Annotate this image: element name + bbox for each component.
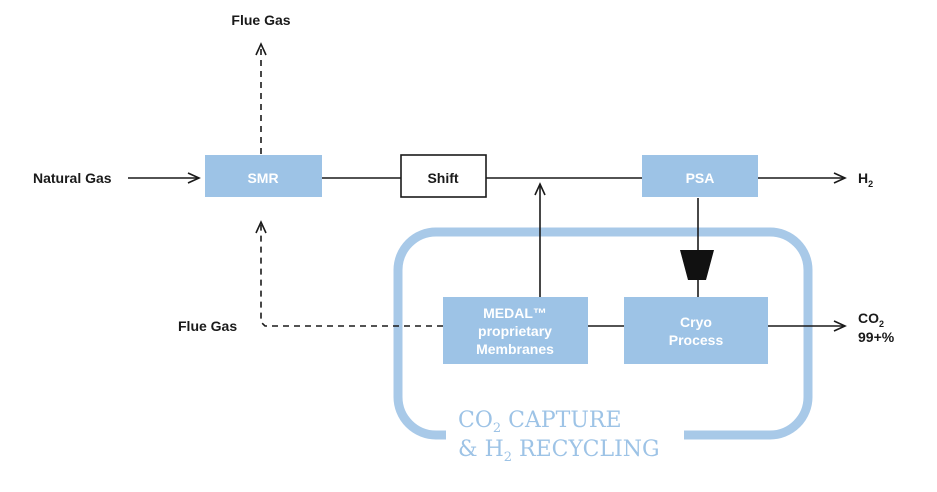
medal-membranes-box bbox=[443, 297, 588, 364]
psa-label: PSA bbox=[686, 170, 715, 186]
flue-gas-top-label: Flue Gas bbox=[231, 12, 290, 28]
medal-label-1: MEDAL™ bbox=[483, 305, 547, 321]
cryo-label-1: Cryo bbox=[680, 314, 712, 330]
shift-box bbox=[400, 154, 487, 198]
flue-gas-left-label: Flue Gas bbox=[178, 318, 237, 334]
flue-gas-recycle-dashed bbox=[255, 220, 443, 327]
medal-label-3: Membranes bbox=[476, 341, 554, 357]
caption-line-2: & H2 RECYCLING bbox=[458, 437, 660, 465]
smr-label: SMR bbox=[247, 170, 278, 186]
natural-gas-label: Natural Gas bbox=[33, 170, 112, 186]
compressor-icon bbox=[680, 250, 714, 280]
co2-purity-label: 99+% bbox=[858, 329, 895, 345]
cryo-label-2: Process bbox=[669, 332, 724, 348]
caption-line-1: CO2 CAPTURE bbox=[458, 408, 622, 436]
h2-label: H2 bbox=[858, 170, 873, 189]
psa-box bbox=[642, 155, 758, 197]
shift-label: Shift bbox=[427, 170, 458, 186]
cryo-process-box bbox=[624, 297, 768, 364]
medal-label-2: proprietary bbox=[478, 323, 552, 339]
caption-gap bbox=[446, 418, 684, 444]
smr-box bbox=[205, 155, 322, 197]
co2-label: CO2 bbox=[858, 310, 884, 329]
